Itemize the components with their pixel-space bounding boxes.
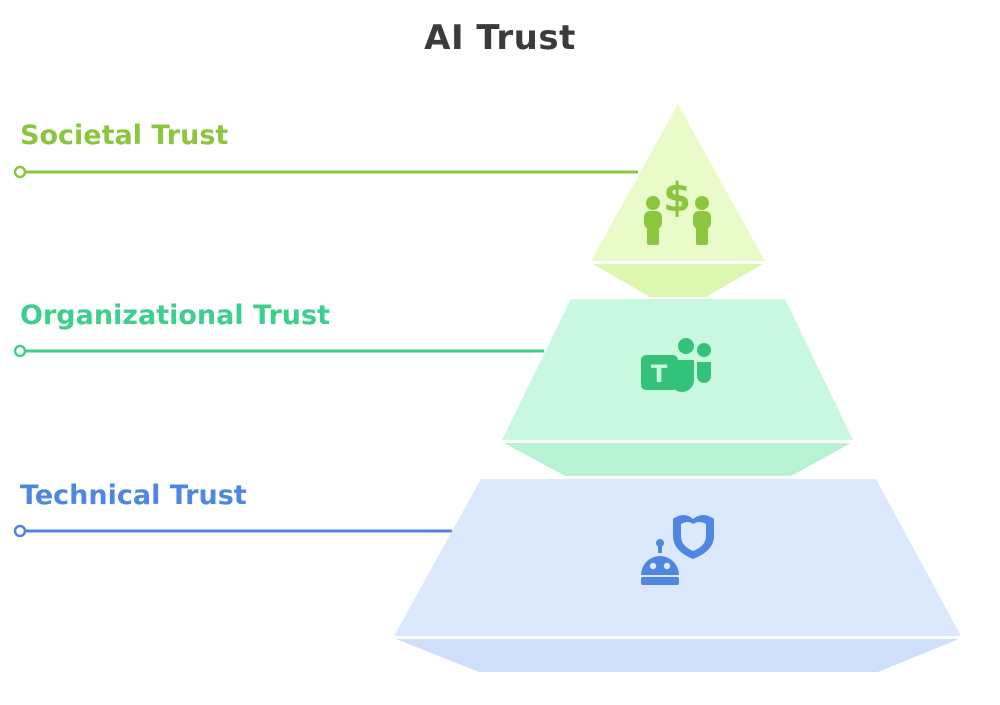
tier-label-technical: Technical Trust [20,480,247,511]
svg-text:T: T [651,360,668,388]
connector-organizational [13,344,544,358]
pyramid-tier-societal [591,104,765,297]
connector-technical [13,524,452,538]
robot-shield-icon [641,515,714,585]
people-money-icon: $ [644,175,711,245]
diagram-title: AI Trust [424,18,576,58]
svg-text:$: $ [663,175,691,221]
teams-icon: T [641,338,711,392]
tier-label-organizational: Organizational Trust [20,300,330,331]
pyramid-tier-technical [394,479,961,672]
connector-societal [13,165,638,179]
tier-label-societal: Societal Trust [20,120,229,151]
